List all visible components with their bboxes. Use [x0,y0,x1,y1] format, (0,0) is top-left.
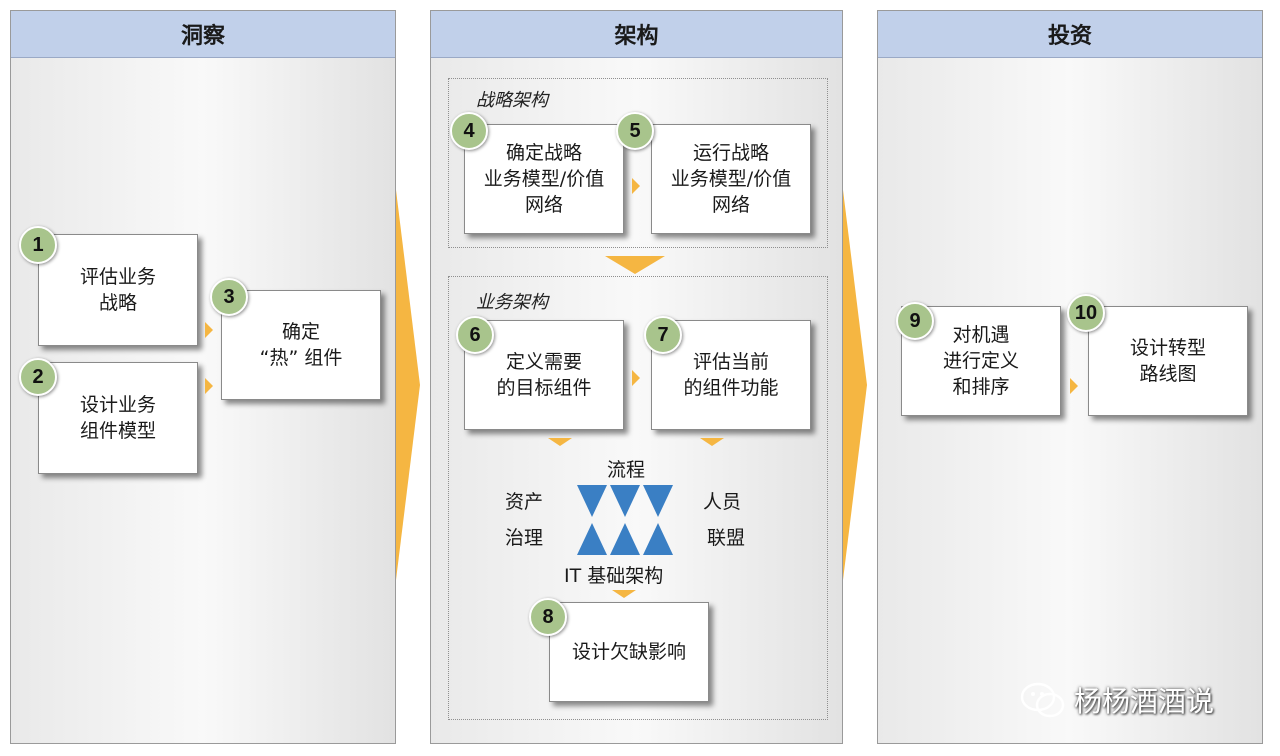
step-4-box: 确定战略 业务模型/价值 网络 [464,124,624,234]
architecture-header: 架构 [431,11,842,58]
arrow-2-to-3 [205,378,213,394]
step-3-badge: 3 [210,278,248,316]
arrow-6-down [548,438,572,446]
investment-header: 投资 [878,11,1262,58]
chevron-insight-to-architecture [396,190,420,580]
arrow-7-down [700,438,724,446]
step-7-badge: 7 [644,316,682,354]
arrow-to-step-8 [612,590,636,598]
insight-header: 洞察 [11,11,395,58]
step-5-box: 运行战略 业务模型/价值 网络 [651,124,811,234]
step-1-badge: 1 [19,226,57,264]
step-4-text: 确定战略 业务模型/价值 网络 [483,142,605,216]
step-2-text: 设计业务 组件模型 [79,394,156,442]
watermark: 杨杨酒酒说 [1020,680,1214,720]
dimension-it-infrastructure: IT 基础架构 [564,565,664,587]
step-6-text: 定义需要 的目标组件 [496,351,592,399]
dimension-assets: 资产 [505,491,544,513]
arrow-1-to-3 [205,322,213,338]
step-5-text: 运行战略 业务模型/价值 网络 [670,142,792,216]
step-8-box: 设计欠缺影响 [549,602,709,702]
step-6-badge: 6 [456,316,494,354]
step-7-text: 评估当前 的组件功能 [683,351,779,399]
step-10-badge: 10 [1067,294,1105,332]
dimension-alliance: 联盟 [707,527,746,549]
strategy-architecture-title: 战略架构 [476,90,548,111]
step-10-text: 设计转型 路线图 [1129,337,1206,385]
dimension-process: 流程 [607,459,646,481]
arrow-6-to-7 [632,370,640,386]
step-2-box: 设计业务 组件模型 [38,362,198,474]
step-8-badge: 8 [529,598,567,636]
arrow-strategy-to-business [605,256,665,274]
strategy-architecture-section [448,78,828,248]
step-9-text: 对机遇 进行定义 和排序 [942,324,1019,398]
step-10-box: 设计转型 路线图 [1088,306,1248,416]
step-3-text: 确定 “热” 组件 [259,321,343,369]
triangles-icon [577,485,673,555]
step-8-text: 设计欠缺影响 [571,641,686,663]
step-5-badge: 5 [616,112,654,150]
step-9-badge: 9 [896,302,934,340]
wechat-icon [1020,682,1065,718]
step-3-box: 确定 “热” 组件 [221,290,381,400]
dimension-governance: 治理 [505,527,544,549]
step-1-box: 评估业务 战略 [38,234,198,346]
step-4-badge: 4 [450,112,488,150]
chevron-architecture-to-investment [843,190,867,580]
arrow-9-to-10 [1070,378,1078,394]
step-1-text: 评估业务 战略 [79,266,156,314]
watermark-text: 杨杨酒酒说 [1074,685,1215,718]
arrow-4-to-5 [632,178,640,194]
business-architecture-section [448,276,828,720]
business-architecture-title: 业务架构 [476,292,548,313]
step-2-badge: 2 [19,358,57,396]
dimension-people: 人员 [703,491,742,513]
